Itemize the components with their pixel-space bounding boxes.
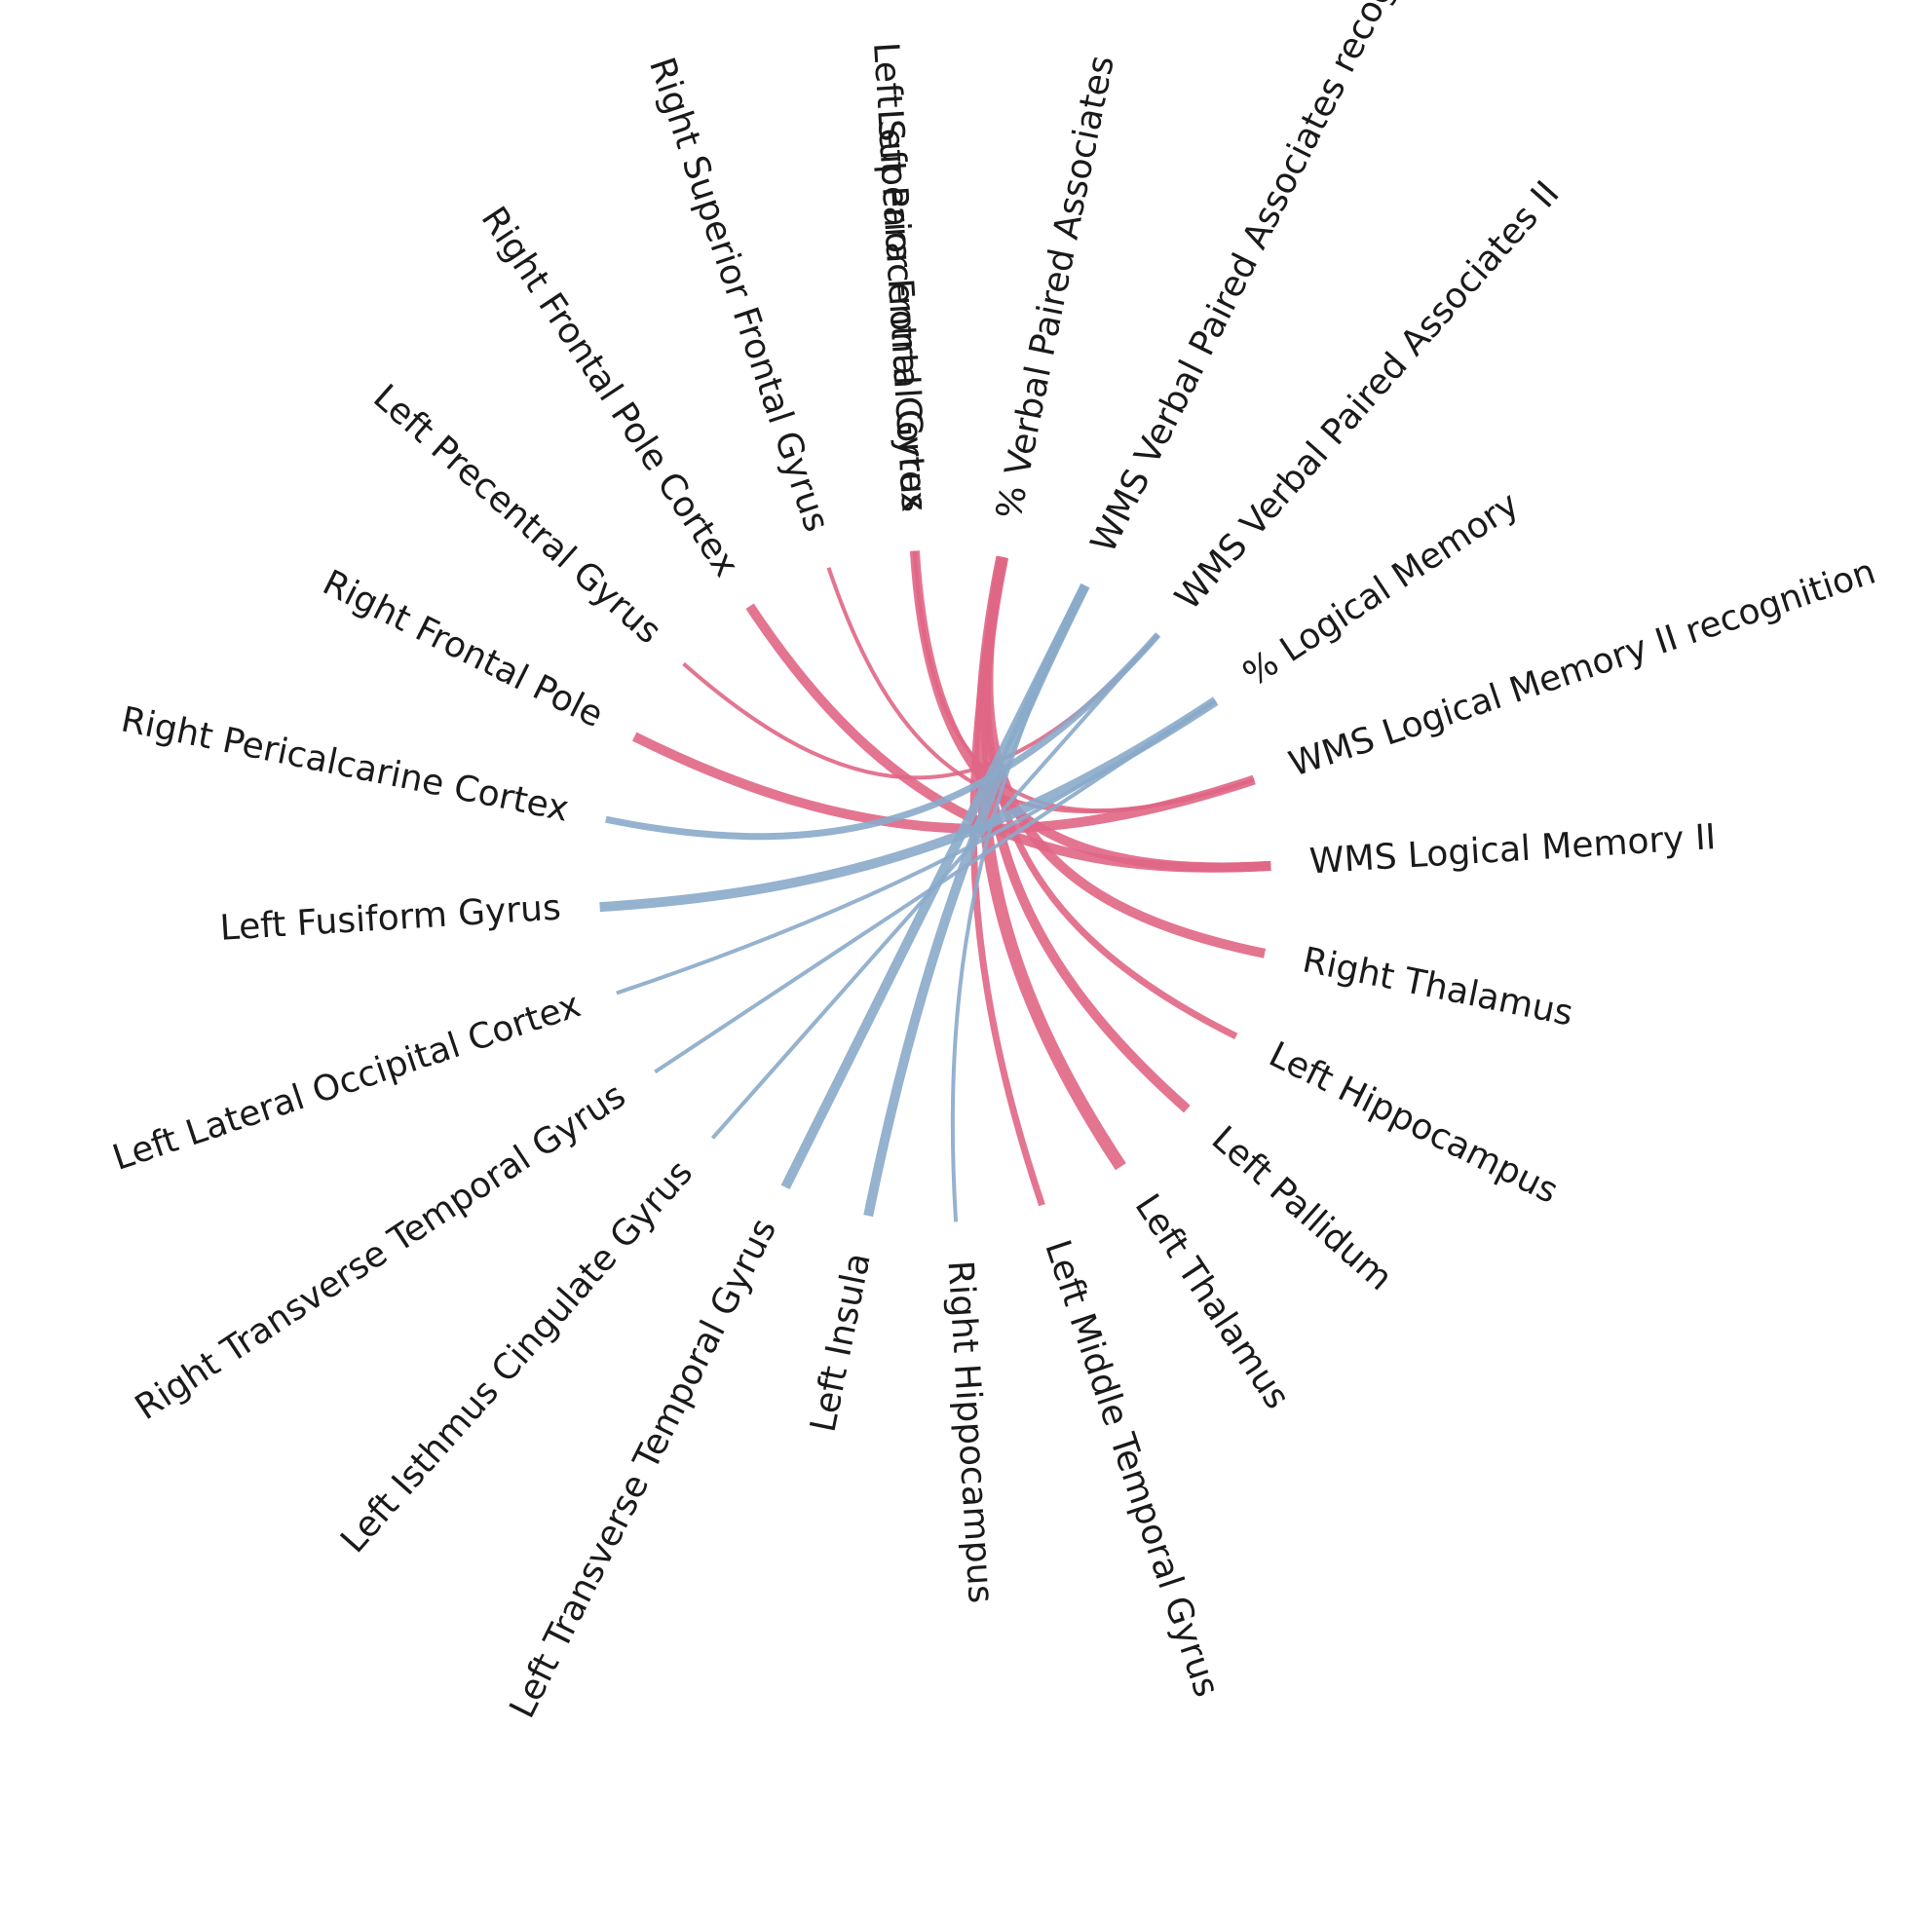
node-label-wvpa2: WMS Verbal Paired Associates II	[1168, 173, 1568, 618]
node-label-rfp: Right Frontal Pole	[317, 563, 610, 735]
chord-pvpa-lhipp	[983, 556, 1238, 1040]
chord-wvpa2-rperi	[605, 632, 1161, 841]
node-label-lfus: Left Fusiform Gyrus	[219, 888, 562, 949]
chord-pvpa-lmtg	[969, 556, 1045, 1207]
node-label-rhipp: Right Hippocampus	[940, 1259, 1001, 1604]
node-label-lttg: Left Transverse Temporal Gyrus	[503, 1213, 785, 1725]
node-label-lhipp: Left Hippocampus	[1263, 1034, 1564, 1212]
node-label-lthal: Left Thalamus	[1127, 1187, 1298, 1416]
node-label-rthal: Right Thalamus	[1300, 940, 1576, 1033]
chord-rfp-wlm2rec	[631, 732, 1256, 834]
node-label-wlm2: WMS Logical Memory II	[1308, 817, 1717, 882]
node-label-wvparec: WMS Verbal Paired Associates recognition	[1083, 0, 1447, 559]
node-label-pvpa: % Verbal Paired Associates	[989, 53, 1122, 523]
chord-wvparec-rhipp	[950, 584, 1087, 1222]
connection-chords	[599, 550, 1271, 1222]
chord-plm-lloc	[616, 698, 1217, 996]
node-label-rperi: Right Pericalcarine Cortex	[118, 699, 572, 829]
node-label-lpall: Left Pallidum	[1204, 1119, 1400, 1298]
node-label-lins: Left Insula	[804, 1250, 879, 1436]
node-label-lsfg: Left Superior Frontal Gyrus	[865, 41, 933, 513]
